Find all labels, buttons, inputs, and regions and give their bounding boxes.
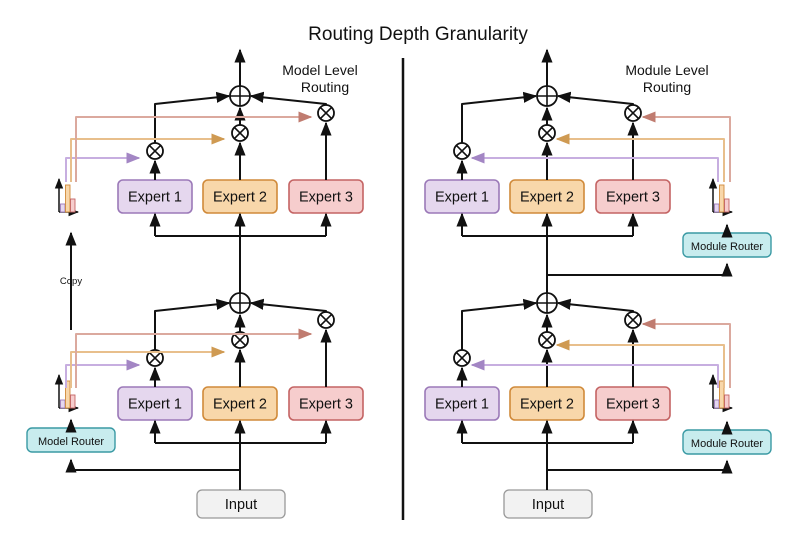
module-route-1-bottom (470, 359, 719, 388)
module-top-gate-2-cross (540, 126, 554, 140)
module-route-2-top (555, 133, 725, 182)
module-bottom-mix-1 (461, 298, 538, 350)
model-top-mix-3 (249, 91, 327, 105)
model-hist-bottom-bar-1 (60, 399, 66, 409)
module-top-expert-3-label: Expert 3 (606, 190, 660, 206)
model-input-to-router (65, 458, 240, 473)
model-top-gate-3-cross (319, 106, 333, 120)
module-router-bottom-label: Module Router (691, 438, 763, 450)
module-top-gate-1-cross (455, 144, 469, 158)
model-bottom-mix-1 (154, 298, 231, 350)
module-bottom-sum-cross (537, 293, 557, 313)
module-hist-top-bar-1 (714, 203, 720, 213)
model-bottom-gate-2-cross (233, 333, 247, 347)
model-top-expert-1-label: Expert 1 (128, 190, 182, 206)
module-bottom-expert-3-label: Expert 3 (606, 397, 660, 413)
model-hist-top-bar-3 (70, 198, 76, 213)
module-bottom-expert-1-label: Expert 1 (435, 397, 489, 413)
model-hist-bottom-bar-2 (65, 380, 71, 409)
model-route-1-top (65, 152, 141, 182)
module-level-panel: Expert 1 Expert 2 Expert 3 Expert 1 Expert 2… (424, 48, 772, 519)
module-hist-bottom-bar-3 (724, 394, 730, 409)
model-top-expert-2-label: Expert 2 (213, 190, 267, 206)
module-input-to-router (547, 459, 733, 474)
model-bottom-gate-1-cross (148, 351, 162, 365)
module-hist-bottom-bar-2 (719, 380, 725, 409)
model-top-gate-2-cross (233, 126, 247, 140)
module-top-expert-2-label: Expert 2 (520, 190, 574, 206)
model-top-sum-cross (230, 86, 250, 106)
module-hist-top-bar-2 (719, 184, 725, 213)
model-bottom-expert-3-label: Expert 3 (299, 397, 353, 413)
model-top-mix-1 (154, 91, 231, 143)
module-input-box-label: Input (532, 497, 564, 513)
model-top-expert-3-label: Expert 3 (299, 190, 353, 206)
module-top-mix-1 (461, 91, 538, 143)
model-route-2-top (70, 133, 226, 182)
module-hist-top-bar-3 (724, 198, 730, 213)
module-bottom-expert-2-label: Expert 2 (520, 397, 574, 413)
module-panel-label-line2: Routing (643, 79, 691, 95)
module-top-sum-cross (537, 86, 557, 106)
model-route-1-bottom (65, 359, 141, 388)
module-panel-label-line1: Module Level (625, 62, 708, 78)
model-bottom-expert-2-label: Expert 2 (213, 397, 267, 413)
model-panel-label-line2: Routing (301, 79, 349, 95)
module-hist-bottom-bar-1 (714, 399, 720, 409)
module-bottom-gate-1-cross (455, 351, 469, 365)
model-bottom-gate-3-cross (319, 313, 333, 327)
model-hist-top-bar-2 (65, 184, 71, 213)
module-route-2-bottom (555, 339, 725, 388)
model-hist-top-bar-1 (60, 203, 66, 213)
model-route-3-bottom (75, 328, 313, 388)
model-input-box-label: Input (225, 497, 257, 513)
module-route-3-top (641, 111, 731, 182)
module-bottom-gate-2-cross (540, 333, 554, 347)
diagram-title: Routing Depth Granularity (308, 24, 528, 45)
module-bottom-mix-3 (556, 298, 634, 312)
model-copy-label: Copy (60, 276, 82, 287)
model-route-2-bottom (70, 346, 226, 388)
model-bottom-sum-cross (230, 293, 250, 313)
module-router-top-label: Module Router (691, 241, 763, 253)
module-top-mix-3 (556, 91, 634, 105)
module-route-1-top (470, 152, 719, 182)
model-top-gate-1-cross (148, 144, 162, 158)
model-bottom-expert-1-label: Expert 1 (128, 397, 182, 413)
model-route-3-top (75, 111, 313, 182)
module-bottom-gate-3-cross (626, 313, 640, 327)
module-to-top-router (547, 262, 733, 277)
module-top-expert-1-label: Expert 1 (435, 190, 489, 206)
model-level-panel: Expert 1 Expert 2 Expert 3 Expert 1 Expert 2… (26, 48, 364, 519)
model-bottom-mix-3 (249, 298, 327, 312)
module-top-gate-3-cross (626, 106, 640, 120)
model-hist-bottom-bar-3 (70, 394, 76, 409)
model-panel-label-line1: Model Level (282, 62, 358, 78)
module-route-3-bottom (641, 318, 731, 388)
model-router-box-label: Model Router (38, 436, 104, 448)
